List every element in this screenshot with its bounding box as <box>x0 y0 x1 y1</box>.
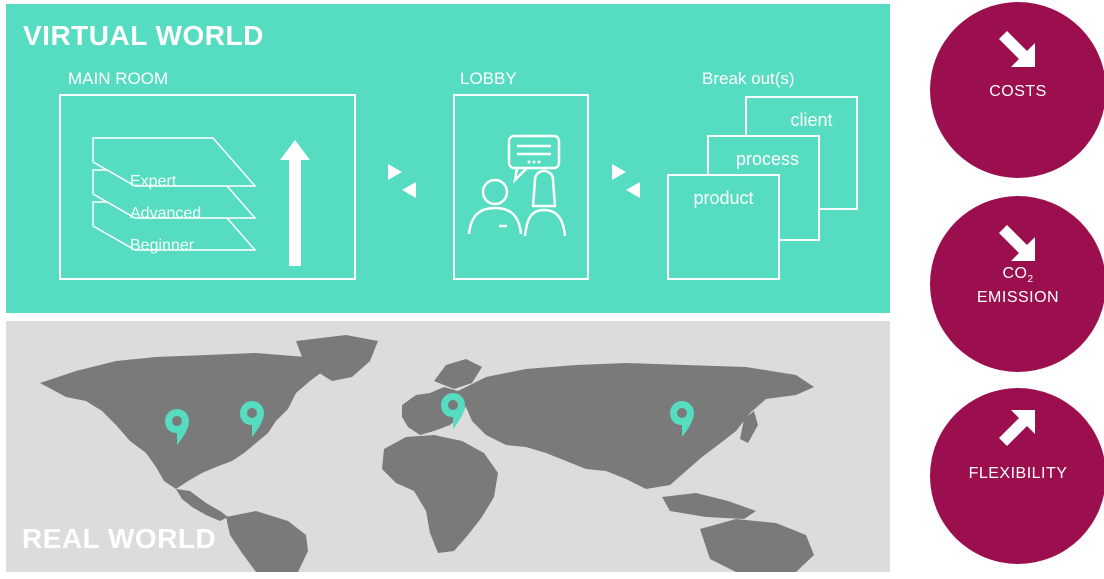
asia-shape <box>458 363 814 489</box>
breakout-client-label: client <box>790 110 833 130</box>
south-america-shape <box>226 511 308 572</box>
level-advanced-label: Advanced <box>130 205 202 222</box>
down-right-arrow-icon <box>999 31 1035 67</box>
emission-label: EMISSION <box>976 289 1060 306</box>
scandinavia-shape <box>434 359 482 389</box>
co2-main: CO <box>1002 265 1028 282</box>
level-beginner-label: Beginner <box>130 237 195 254</box>
co2-label: CO2 <box>930 264 1104 289</box>
flexibility-label: FLEXIBILITY <box>968 465 1068 482</box>
asia-pin-icon <box>670 401 694 437</box>
main-room-label: MAIN ROOM <box>68 69 169 88</box>
breakouts-label: Break out(s) <box>702 69 795 88</box>
virtual-world-panel: VIRTUAL WORLD MAIN ROOM Expert Advanced … <box>6 4 890 313</box>
level-up-arrow-icon <box>280 140 310 266</box>
costs-label: COSTS <box>989 83 1047 100</box>
stacked-levels-graphic <box>92 137 310 266</box>
real-world-title: REAL WORLD <box>22 523 217 554</box>
lobby-box <box>453 94 589 280</box>
central-america-shape <box>176 489 228 521</box>
east-usa-pin-icon <box>240 401 264 437</box>
costs-circle: COSTS <box>930 2 1104 178</box>
transition-arrows-1-icon <box>388 164 416 198</box>
greenland-shape <box>296 335 378 381</box>
australia-shape <box>700 519 814 572</box>
main-room-box: Expert Advanced Beginner <box>59 94 356 280</box>
breakout-room-product: product <box>667 174 780 280</box>
up-right-arrow-icon <box>999 410 1035 446</box>
transition-arrows-2-icon <box>612 164 640 198</box>
virtual-world-title: VIRTUAL WORLD <box>23 20 264 51</box>
down-right-arrow-icon <box>999 225 1035 261</box>
breakout-process-label: process <box>735 149 800 169</box>
indonesia-shape <box>662 493 756 519</box>
world-map <box>40 335 814 572</box>
japan-shape <box>740 411 758 443</box>
breakout-product-label: product <box>693 188 754 208</box>
africa-shape <box>382 435 498 553</box>
west-usa-pin-icon <box>165 409 189 445</box>
europe-pin-icon <box>441 393 465 429</box>
level-expert-label: Expert <box>130 173 177 190</box>
co2-subscript: 2 <box>1027 274 1034 286</box>
flexibility-circle: FLEXIBILITY <box>930 388 1104 564</box>
co2-emission-circle: CO2 EMISSION <box>930 196 1104 372</box>
lobby-label: LOBBY <box>460 69 517 88</box>
map-pins <box>165 393 694 445</box>
real-world-panel: REAL WORLD <box>6 321 890 572</box>
people-chat-icon <box>467 134 567 237</box>
